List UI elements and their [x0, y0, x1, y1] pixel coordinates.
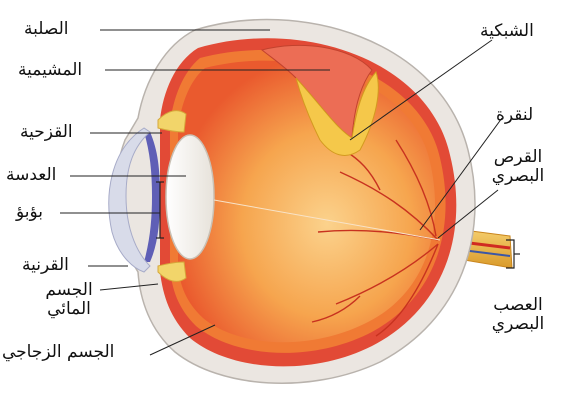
- label-sclera: الصلبة: [24, 20, 69, 39]
- label-retina: الشبكية: [480, 22, 534, 41]
- label-lens: العدسة: [6, 166, 56, 185]
- label-optic-nerve: العصب البصري: [478, 296, 558, 334]
- label-iris: القزحية: [20, 123, 73, 142]
- label-vitreous-body: الجسم الزجاجي: [2, 343, 114, 362]
- label-cornea: القرنية: [22, 256, 69, 275]
- label-optic-disc: القرص البصري: [478, 148, 558, 186]
- label-aqueous-humor: الجسم المائي: [36, 281, 102, 319]
- label-fovea: لنقرة: [496, 106, 533, 125]
- label-choroid: المشيمية: [18, 61, 82, 80]
- label-pupil: بؤبؤ: [16, 203, 43, 222]
- lens-shape: [166, 135, 214, 259]
